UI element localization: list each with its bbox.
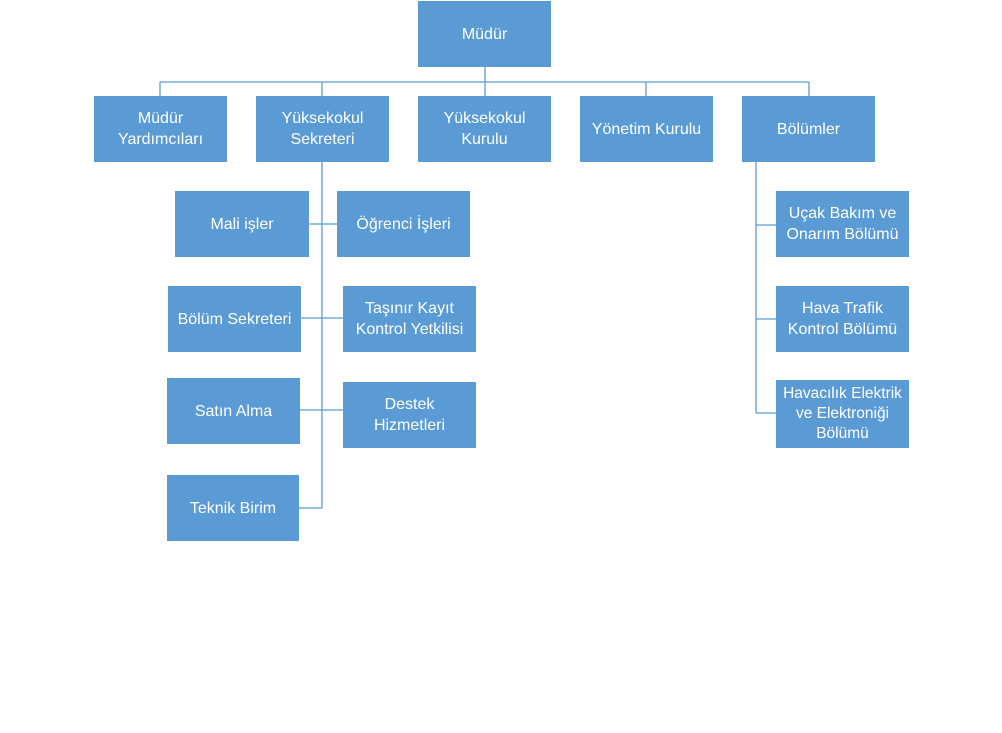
node-yuksekokul-kurulu: Yüksekokul Kurulu bbox=[418, 96, 551, 162]
node-ogrenci-isleri: Öğrenci İşleri bbox=[337, 191, 470, 257]
node-mudur-yardimcilari: Müdür Yardımcıları bbox=[94, 96, 227, 162]
node-mali-isler: Mali işler bbox=[175, 191, 309, 257]
node-satin-alma: Satın Alma bbox=[167, 378, 300, 444]
node-ucak-bakim: Uçak Bakım ve Onarım Bölümü bbox=[776, 191, 909, 257]
node-mudur: Müdür bbox=[418, 1, 551, 67]
node-tasinir-kayit: Taşınır Kayıt Kontrol Yetkilisi bbox=[343, 286, 476, 352]
node-hava-trafik: Hava Trafik Kontrol Bölümü bbox=[776, 286, 909, 352]
node-yonetim-kurulu: Yönetim Kurulu bbox=[580, 96, 713, 162]
node-bolum-sekreteri: Bölüm Sekreteri bbox=[168, 286, 301, 352]
node-havacilik-elektrik: Havacılık Elektrik ve Elektroniği Bölümü bbox=[776, 380, 909, 448]
node-teknik-birim: Teknik Birim bbox=[167, 475, 299, 541]
node-bolumler: Bölümler bbox=[742, 96, 875, 162]
node-yuksekokul-sekreteri: Yüksekokul Sekreteri bbox=[256, 96, 389, 162]
node-destek-hizmetleri: Destek Hizmetleri bbox=[343, 382, 476, 448]
